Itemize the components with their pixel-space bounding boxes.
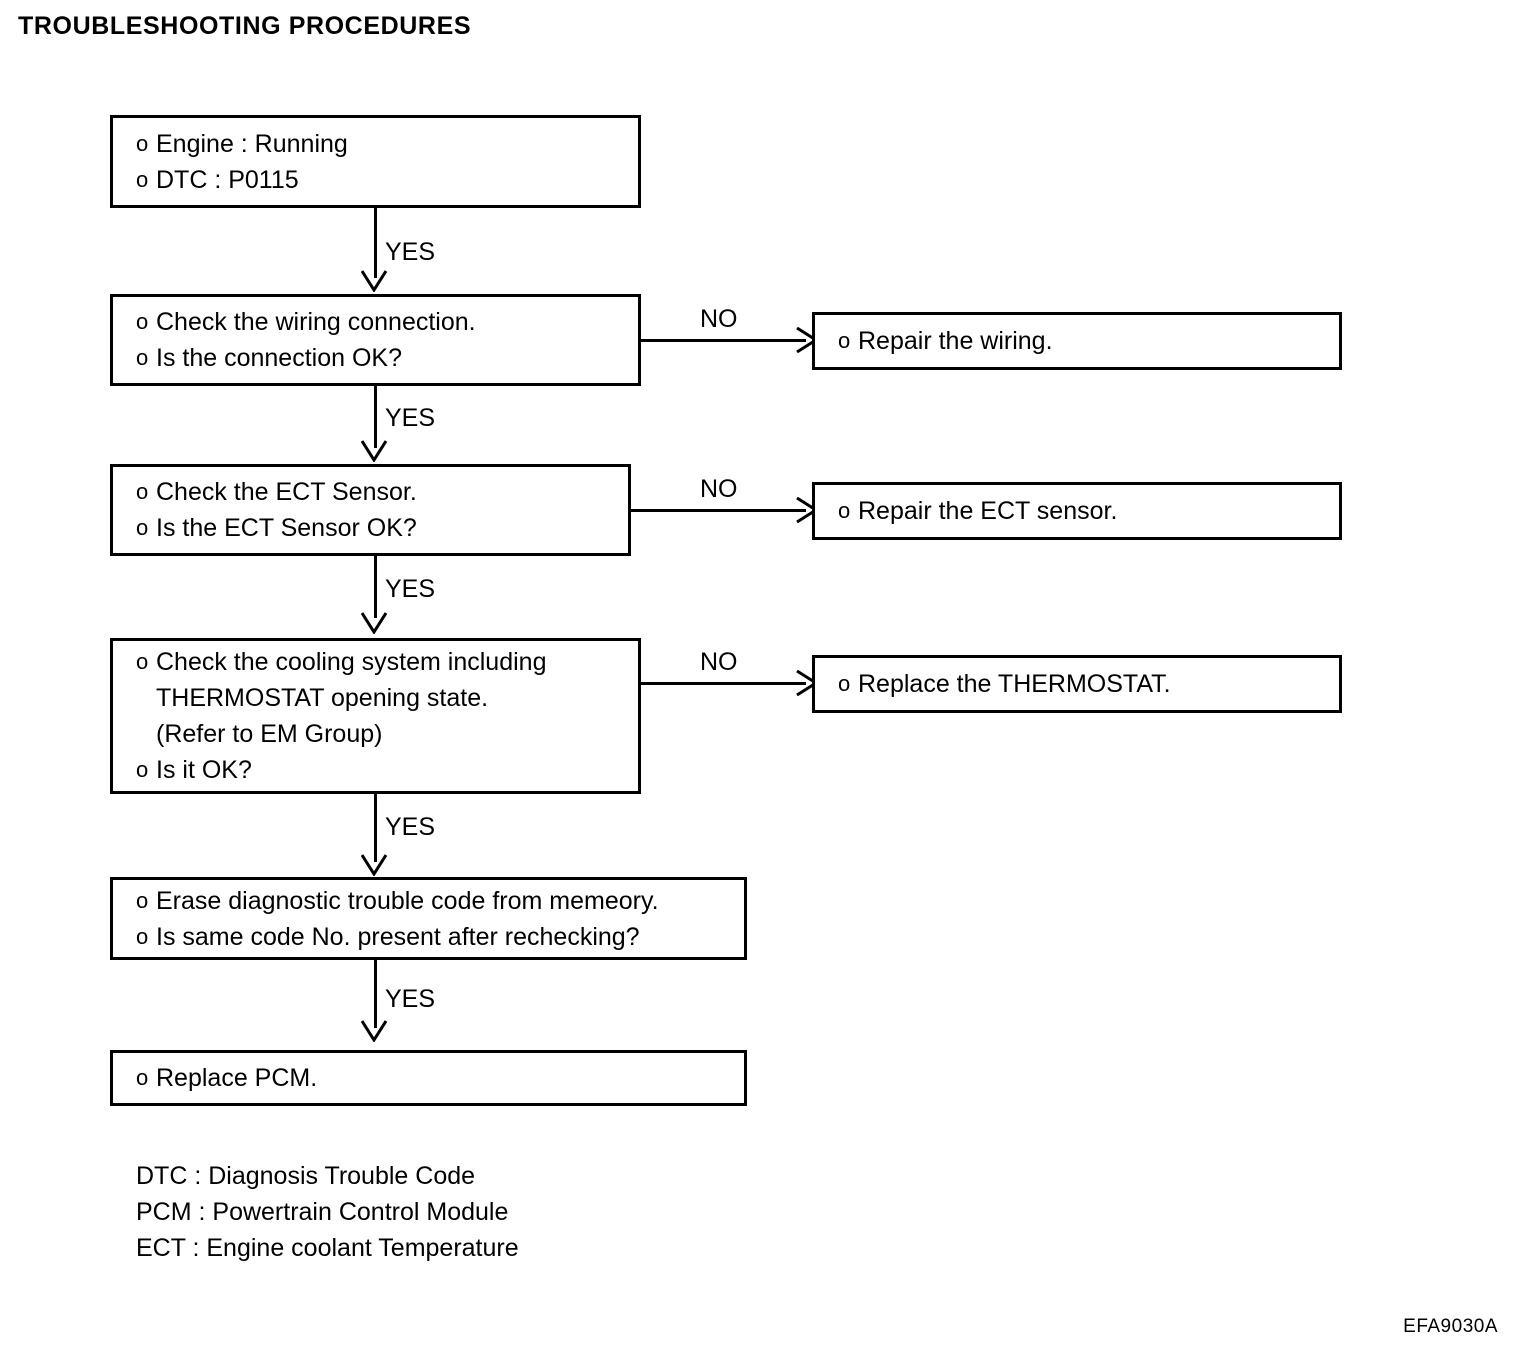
bullet-glyph: o: [136, 923, 149, 949]
box-line: o Engine : Running: [113, 126, 638, 162]
edge-label-yes: YES: [385, 404, 436, 432]
bullet-glyph: o: [136, 166, 149, 192]
box-line-text: Check the ECT Sensor.: [156, 478, 417, 506]
edge-line-vertical: [374, 208, 377, 278]
arrowhead-down-icon: [361, 854, 387, 876]
box-line-text: Is the connection OK?: [156, 344, 402, 372]
flow-node-check-cooling-system: o Check the cooling system including THE…: [110, 638, 641, 794]
box-line-text: Check the cooling system including: [156, 648, 547, 676]
box-line-text: Engine : Running: [156, 129, 348, 158]
box-line-text: DTC : P0115: [156, 165, 299, 194]
edge-line-vertical: [374, 794, 377, 862]
arrowhead-down-icon: [361, 440, 387, 462]
box-line: o Check the cooling system including: [113, 644, 638, 680]
bullet-glyph: o: [838, 498, 851, 523]
box-line: THERMOSTAT opening state.: [113, 680, 638, 716]
flow-node-erase-dtc: o Erase diagnostic trouble code from mem…: [110, 877, 747, 960]
edge-label-no: NO: [700, 475, 738, 503]
flow-node-repair-wiring: o Repair the wiring.: [812, 312, 1342, 370]
flow-node-replace-thermostat: o Replace the THERMOSTAT.: [812, 655, 1342, 713]
arrowhead-down-icon: [361, 1020, 387, 1042]
legend: DTC : Diagnosis Trouble Code PCM : Power…: [136, 1158, 519, 1266]
box-line-text: Is the ECT Sensor OK?: [156, 514, 417, 542]
legend-item-ect: ECT : Engine coolant Temperature: [136, 1234, 519, 1262]
figure-code: EFA9030A: [1403, 1316, 1498, 1337]
legend-item-dtc: DTC : Diagnosis Trouble Code: [136, 1162, 476, 1190]
box-line: (Refer to EM Group): [113, 716, 638, 752]
box-line: o Replace PCM.: [113, 1060, 744, 1096]
box-line: o Erase diagnostic trouble code from mem…: [113, 883, 744, 919]
bullet-glyph: o: [136, 309, 149, 334]
box-line-text: Replace the THERMOSTAT.: [858, 670, 1171, 698]
box-line-text: Repair the ECT sensor.: [858, 497, 1118, 525]
box-line-text: Repair the wiring.: [858, 327, 1053, 355]
bullet-glyph: o: [838, 671, 851, 696]
bullet-glyph: o: [136, 887, 149, 913]
edge-line-horizontal: [641, 682, 806, 685]
box-line: o Is the ECT Sensor OK?: [113, 510, 628, 546]
box-line-text: THERMOSTAT opening state.: [156, 684, 489, 712]
edge-line-vertical: [374, 960, 377, 1028]
arrowhead-down-icon: [361, 270, 387, 292]
flow-node-replace-pcm: o Replace PCM.: [110, 1050, 747, 1106]
box-line-text: (Refer to EM Group): [156, 720, 383, 748]
bullet-glyph: o: [136, 345, 149, 370]
arrowhead-down-icon: [361, 612, 387, 634]
edge-line-vertical: [374, 556, 377, 618]
edge-line-vertical: [374, 386, 377, 448]
edge-label-no: NO: [700, 305, 738, 333]
box-line: o Repair the ECT sensor.: [815, 493, 1339, 529]
box-line-text: Is it OK?: [156, 756, 252, 784]
flow-node-start: o Engine : Running o DTC : P0115: [110, 115, 641, 208]
box-line: o Check the ECT Sensor.: [113, 474, 628, 510]
legend-item-pcm: PCM : Powertrain Control Module: [136, 1198, 509, 1226]
edge-label-yes: YES: [385, 813, 436, 841]
page-title: TROUBLESHOOTING PROCEDURES: [18, 12, 472, 40]
bullet-glyph: o: [136, 1065, 149, 1090]
edge-label-yes: YES: [385, 985, 436, 1013]
edge-line-horizontal: [631, 509, 806, 512]
box-line: o Is the connection OK?: [113, 340, 638, 376]
box-line-text: Replace PCM.: [156, 1064, 318, 1092]
box-line: o Check the wiring connection.: [113, 304, 638, 340]
edge-label-yes: YES: [385, 238, 436, 266]
bullet-glyph: o: [136, 130, 149, 156]
bullet-glyph: o: [136, 515, 149, 540]
edge-label-yes: YES: [385, 575, 436, 603]
box-line: o DTC : P0115: [113, 162, 638, 198]
box-line-text: Check the wiring connection.: [156, 308, 476, 336]
box-line: o Repair the wiring.: [815, 323, 1339, 359]
bullet-glyph: o: [136, 479, 149, 504]
edge-label-no: NO: [700, 648, 738, 676]
box-line: o Is same code No. present after recheck…: [113, 919, 744, 955]
bullet-glyph: o: [838, 328, 851, 353]
flow-node-repair-ect-sensor: o Repair the ECT sensor.: [812, 482, 1342, 540]
box-line: o Replace the THERMOSTAT.: [815, 666, 1339, 702]
flow-node-check-ect-sensor: o Check the ECT Sensor. o Is the ECT Sen…: [110, 464, 631, 556]
box-line-text: Is same code No. present after recheckin…: [156, 922, 640, 951]
box-line: o Is it OK?: [113, 752, 638, 788]
edge-line-horizontal: [641, 339, 806, 342]
flow-node-check-wiring: o Check the wiring connection. o Is the …: [110, 294, 641, 386]
box-line-text: Erase diagnostic trouble code from memeo…: [156, 886, 659, 915]
bullet-glyph: o: [136, 757, 149, 782]
bullet-glyph: o: [136, 649, 149, 674]
